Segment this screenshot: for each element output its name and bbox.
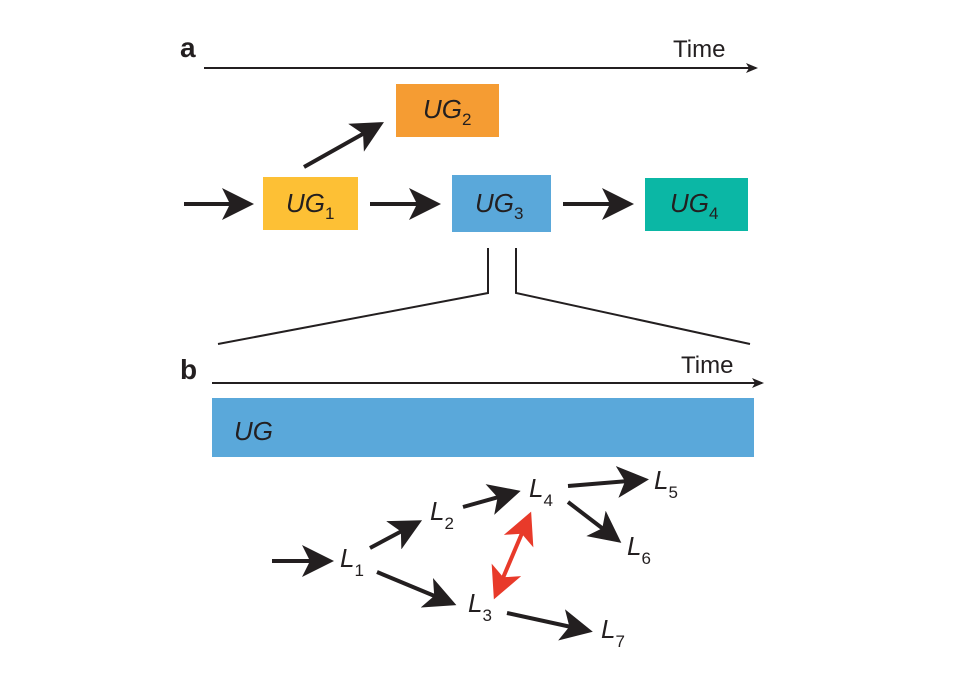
arrow-l4-to-l5 xyxy=(567,466,649,498)
arrow-ug1-to-ug2 xyxy=(303,122,384,169)
ug-bar xyxy=(212,398,754,457)
ug1-label: UG1 xyxy=(286,188,334,223)
zoom-connector-right xyxy=(515,248,751,345)
ug4-box xyxy=(645,178,748,231)
node-l5: L5 xyxy=(654,465,678,502)
bidirectional-arrow-l3-l4 xyxy=(491,511,534,600)
arrow-l4-to-l6 xyxy=(566,500,622,543)
panel-a-letter: a xyxy=(180,32,196,63)
node-l1: L1 xyxy=(340,543,364,580)
node-l6: L6 xyxy=(627,531,651,568)
ug4-label: UG4 xyxy=(670,188,718,223)
node-l3: L3 xyxy=(468,588,492,625)
panel-b-time-label: Time xyxy=(681,352,733,379)
arrow-l3-to-l7 xyxy=(506,609,593,641)
panel-b-letter: b xyxy=(180,354,197,385)
zoom-connector-left xyxy=(217,248,489,345)
ug2-box xyxy=(396,84,499,137)
ug2-label: UG2 xyxy=(423,94,471,129)
arrow-l1-to-l3 xyxy=(376,570,457,608)
arrow-l1-to-l2 xyxy=(369,520,423,550)
arrow-l2-to-l4 xyxy=(462,484,521,515)
ug3-label: UG3 xyxy=(475,188,523,223)
panel-a-time-label: Time xyxy=(673,36,725,63)
node-l4: L4 xyxy=(529,473,553,510)
node-l7: L7 xyxy=(601,614,625,651)
ug-bar-label: UG xyxy=(234,416,273,446)
node-l2: L2 xyxy=(430,496,454,533)
ug3-box xyxy=(452,175,551,232)
ug1-box xyxy=(263,177,358,230)
